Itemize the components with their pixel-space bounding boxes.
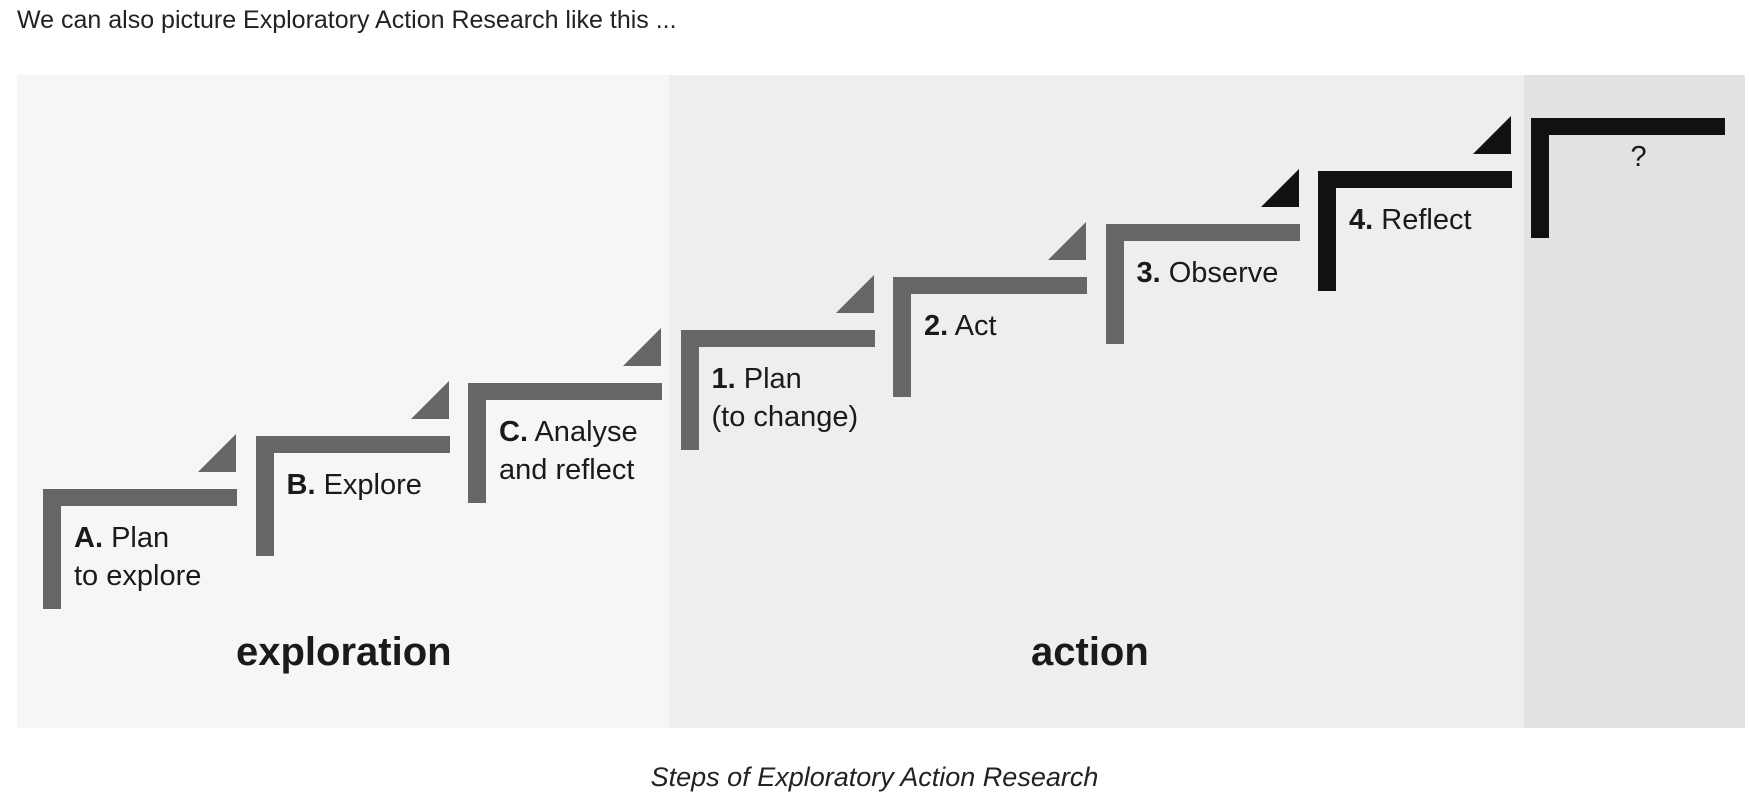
figure-caption: Steps of Exploratory Action Research — [650, 762, 1099, 792]
step-title: Explore — [323, 469, 422, 501]
arrow-triangle-icon — [1048, 222, 1086, 260]
step-riser — [255, 436, 274, 556]
exploration-label: exploration — [236, 630, 452, 674]
step-tread — [255, 436, 450, 453]
step-subtitle: (to change) — [711, 401, 859, 433]
step-title: Analyse — [534, 416, 638, 448]
diagram-panel: exploration action A. Plan to explore B. E… — [17, 75, 1745, 728]
arrow-triangle-icon — [1260, 169, 1299, 207]
step-label: 2. Act — [924, 307, 997, 345]
step-label: C. Analyse and reflect — [499, 413, 638, 489]
step-tread — [1318, 171, 1512, 188]
step-title: Plan — [743, 363, 802, 395]
exploration-zone — [17, 75, 669, 728]
step-riser — [680, 330, 699, 450]
action-label: action — [1031, 630, 1149, 674]
arrow-triangle-icon — [1473, 116, 1511, 154]
step-subtitle: and reflect — [499, 454, 635, 486]
step-key: 3. — [1136, 257, 1161, 289]
step-label: 3. Observe — [1137, 254, 1279, 292]
step-title: Plan — [111, 522, 170, 554]
step-tread — [43, 489, 237, 506]
arrow-triangle-icon — [410, 381, 449, 419]
intro-text: We can also picture Exploratory Action R… — [17, 6, 677, 34]
step-key: A. — [74, 522, 103, 554]
step-tread — [468, 383, 662, 400]
step-key: C. — [499, 416, 528, 448]
step-tread — [1530, 118, 1725, 135]
step-riser — [468, 383, 486, 503]
step-key: 2. — [924, 310, 949, 342]
step-label: 1. Plan (to change) — [712, 360, 859, 436]
step-key: 4. — [1349, 204, 1374, 236]
step-title: ? — [1630, 141, 1647, 173]
step-riser — [893, 277, 911, 397]
step-tread — [680, 330, 875, 347]
step-title: Act — [954, 310, 997, 342]
step-key: 1. — [711, 363, 736, 395]
step-key: B. — [286, 469, 316, 501]
step-label: ? — [1631, 138, 1647, 176]
step-tread — [893, 277, 1087, 294]
step-riser — [43, 489, 61, 609]
arrow-triangle-icon — [198, 434, 236, 472]
unknown-zone — [1524, 75, 1745, 728]
step-riser — [1318, 171, 1336, 291]
arrow-triangle-icon — [623, 328, 661, 366]
step-label: A. Plan to explore — [74, 519, 201, 595]
arrow-triangle-icon — [835, 275, 874, 313]
step-riser — [1105, 224, 1124, 344]
step-label: B. Explore — [287, 466, 422, 504]
step-tread — [1105, 224, 1300, 241]
step-riser — [1530, 118, 1549, 238]
step-title: Observe — [1168, 257, 1279, 289]
step-title: Reflect — [1381, 204, 1472, 236]
step-subtitle: to explore — [74, 560, 202, 592]
step-label: 4. Reflect — [1349, 201, 1472, 239]
